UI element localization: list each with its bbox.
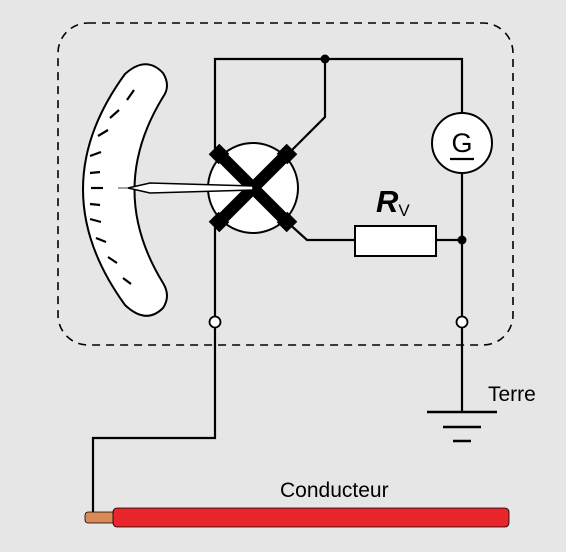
generator-label: G xyxy=(451,128,472,158)
conductor-insulation xyxy=(112,507,510,528)
resistor-label: RV xyxy=(376,184,410,220)
meter-scale-ticks xyxy=(89,89,135,285)
junction-right xyxy=(457,235,467,245)
terminal-left xyxy=(208,315,222,329)
meter-pointer xyxy=(127,182,254,194)
series-resistor xyxy=(354,225,437,257)
instrument-enclosure xyxy=(57,22,514,346)
resistor-subscript: V xyxy=(398,201,410,220)
meter-scale-arc xyxy=(82,63,168,317)
ground-label: Terre xyxy=(488,383,536,406)
junction-top xyxy=(320,54,330,64)
ground-symbol xyxy=(427,410,497,443)
generator: G xyxy=(431,112,493,174)
terminal-right xyxy=(455,315,469,329)
resistor-letter: R xyxy=(376,184,399,219)
conductor-label: Conducteur xyxy=(280,479,389,502)
